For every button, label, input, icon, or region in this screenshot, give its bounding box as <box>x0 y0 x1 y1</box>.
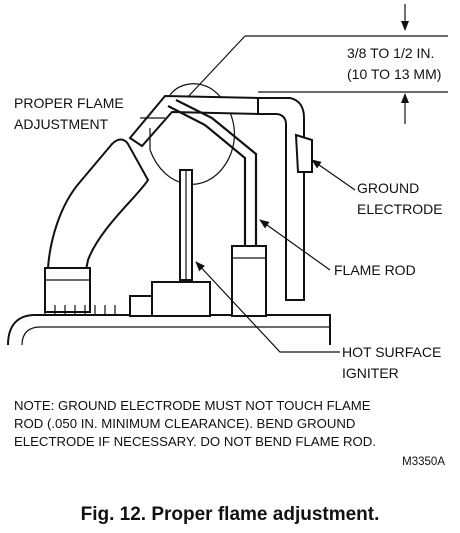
note-line2: ROD (.050 IN. MINIMUM CLEARANCE). BEND G… <box>14 416 355 431</box>
burner-tube <box>46 138 150 272</box>
ground-electrode-bracket <box>257 97 305 301</box>
mounting-plate-inner <box>21 326 330 346</box>
hot-surface-label-line2: IGNITER <box>342 365 399 381</box>
igniter-socket-left <box>129 295 153 317</box>
flame-rod-outer <box>175 99 258 260</box>
igniter-socket <box>151 281 211 317</box>
proper-flame-label-line1: PROPER FLAME <box>14 95 124 111</box>
flame-rod <box>167 105 247 260</box>
note-line1: NOTE: GROUND ELECTRODE MUST NOT TOUCH FL… <box>14 398 371 413</box>
dimension-label-line2: (10 TO 13 MM) <box>347 66 441 82</box>
ground-electrode <box>128 94 259 148</box>
note-line3: ELECTRODE IF NECESSARY. DO NOT BEND FLAM… <box>14 434 376 449</box>
ground-electrode-label-line2: ELECTRODE <box>357 201 443 217</box>
ground-electrode-label-line1: GROUND <box>357 180 419 196</box>
burner-base <box>44 267 91 313</box>
proper-flame-label-line2: ADJUSTMENT <box>14 116 109 132</box>
flame-rod-leader <box>259 219 331 271</box>
mounting-plate-teeth <box>44 305 116 315</box>
hot-surface-label-line1: HOT SURFACE <box>342 344 441 360</box>
hot-surface-leader <box>195 261 340 353</box>
dimension-label-line1: 3/8 TO 1/2 IN. <box>347 45 434 61</box>
figure-code: M3350A <box>402 456 445 468</box>
figure-caption: Fig. 12. Proper flame adjustment. <box>81 504 380 525</box>
ground-electrode-tab <box>294 133 313 173</box>
dimension-indicator <box>184 4 448 124</box>
flame-rod-label: FLAME ROD <box>334 262 416 278</box>
ground-electrode-leader <box>311 159 356 191</box>
mounting-plate <box>7 314 331 346</box>
dimension-leader-line <box>184 35 246 101</box>
